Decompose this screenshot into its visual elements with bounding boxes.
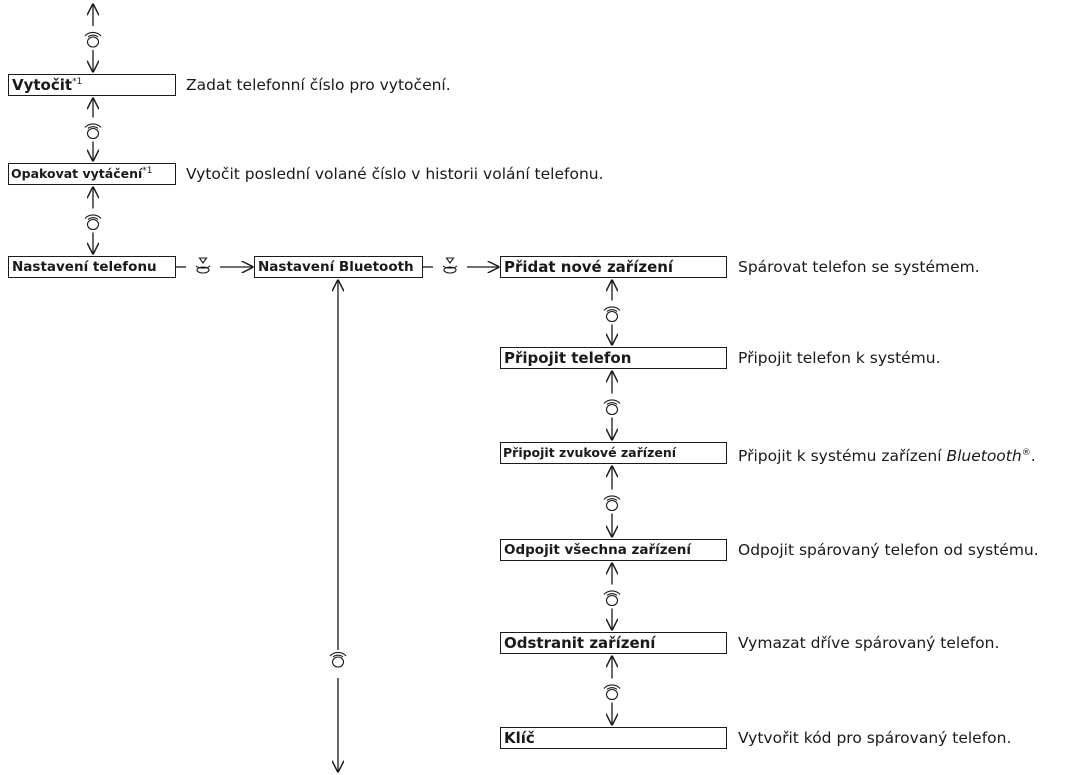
menu-item-dial[interactable]: Vytočit*1 [8,74,176,96]
menu-item-remove-device-label: Odstranit zařízení [504,634,656,652]
menu-item-bluetooth-settings-label: Nastavení Bluetooth [258,259,414,275]
menu-item-phone-settings[interactable]: Nastavení telefonu [8,256,176,278]
rotate-knob-icon [603,399,621,416]
menu-item-connect-audio[interactable]: Připojit zvukové zařízení [500,442,727,464]
menu-item-disconnect-all[interactable]: Odpojit všechna zařízení [500,539,727,561]
desc-connect-audio: Připojit k systému zařízení Bluetooth®. [738,443,1036,466]
desc-connect-phone: Připojit telefon k systému. [738,349,941,367]
rotate-knob-icon [603,684,621,701]
rotate-knob-icon [603,306,621,323]
footnote-mark: *1 [72,77,83,87]
desc-remove-device: Vymazat dříve spárovaný telefon. [738,634,1000,652]
menu-item-connect-phone[interactable]: Připojit telefon [500,347,727,369]
menu-item-redial[interactable]: Opakovat vytáčení*1 [8,163,176,185]
rotate-knob-icon [603,495,621,512]
desc-dial: Zadat telefonní číslo pro vytočení. [186,76,451,94]
menu-item-disconnect-all-label: Odpojit všechna zařízení [504,542,692,558]
menu-item-key[interactable]: Klíč [500,727,727,749]
desc-add-device: Spárovat telefon se systémem. [738,258,980,276]
menu-item-add-device[interactable]: Přidat nové zařízení [500,256,727,278]
menu-item-dial-label: Vytočit [12,76,73,94]
menu-item-connect-phone-label: Připojit telefon [504,349,632,367]
menu-item-remove-device[interactable]: Odstranit zařízení [500,632,727,654]
menu-item-add-device-label: Přidat nové zařízení [504,258,674,276]
desc-connect-audio-end: . [1030,447,1036,466]
connectors [93,4,612,772]
icons [84,31,621,701]
rotate-knob-icon [84,31,102,48]
rotate-knob-icon [84,123,102,140]
menu-item-redial-label: Opakovat vytáčení [11,166,143,181]
desc-redial: Vytočit poslední volané číslo v historii… [186,165,604,183]
desc-connect-audio-text: Připojit k systému zařízení [738,447,947,466]
menu-item-key-label: Klíč [504,729,535,747]
footnote-mark: *1 [142,165,153,176]
rotate-knob-icon [603,590,621,607]
press-knob-icon [442,257,458,274]
desc-key: Vytvořit kód pro spárovaný telefon. [738,729,1012,747]
press-knob-icon [195,257,211,274]
registered-mark: ® [1021,448,1031,458]
menu-item-phone-settings-label: Nastavení telefonu [12,259,157,275]
rotate-knob-icon [84,214,102,231]
rotate-knob-icon [329,651,347,668]
menu-item-bluetooth-settings[interactable]: Nastavení Bluetooth [254,256,423,278]
desc-disconnect-all: Odpojit spárovaný telefon od systému. [738,541,1039,559]
bluetooth-brand-text: Bluetooth [946,447,1022,466]
menu-item-connect-audio-label: Připojit zvukové zařízení [503,445,677,460]
